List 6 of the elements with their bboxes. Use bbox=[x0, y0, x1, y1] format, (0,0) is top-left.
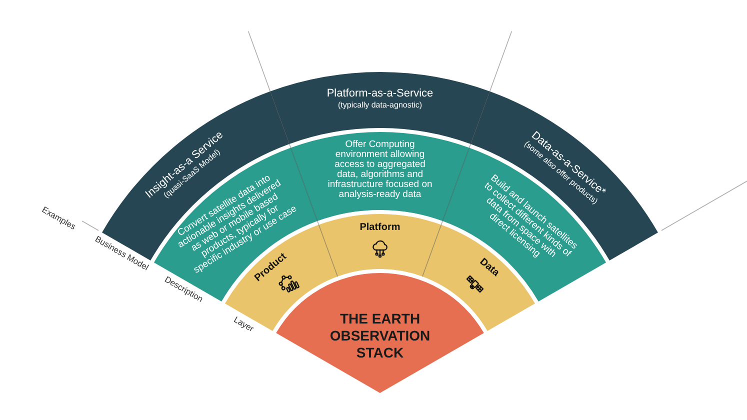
business-model-note: (typically data-agnostic) bbox=[338, 100, 422, 110]
business-model-title: Platform-as-a-Service bbox=[326, 88, 434, 100]
stack-title: THE EARTH OBSERVATION STACK bbox=[328, 310, 432, 362]
description-text: Offer Computing environment allowing access to aggregated data, algorithms and infrastructure focused on analysis-ready data bbox=[326, 140, 434, 200]
layer-name: Platform bbox=[360, 222, 400, 234]
fan-segment bbox=[318, 214, 442, 277]
